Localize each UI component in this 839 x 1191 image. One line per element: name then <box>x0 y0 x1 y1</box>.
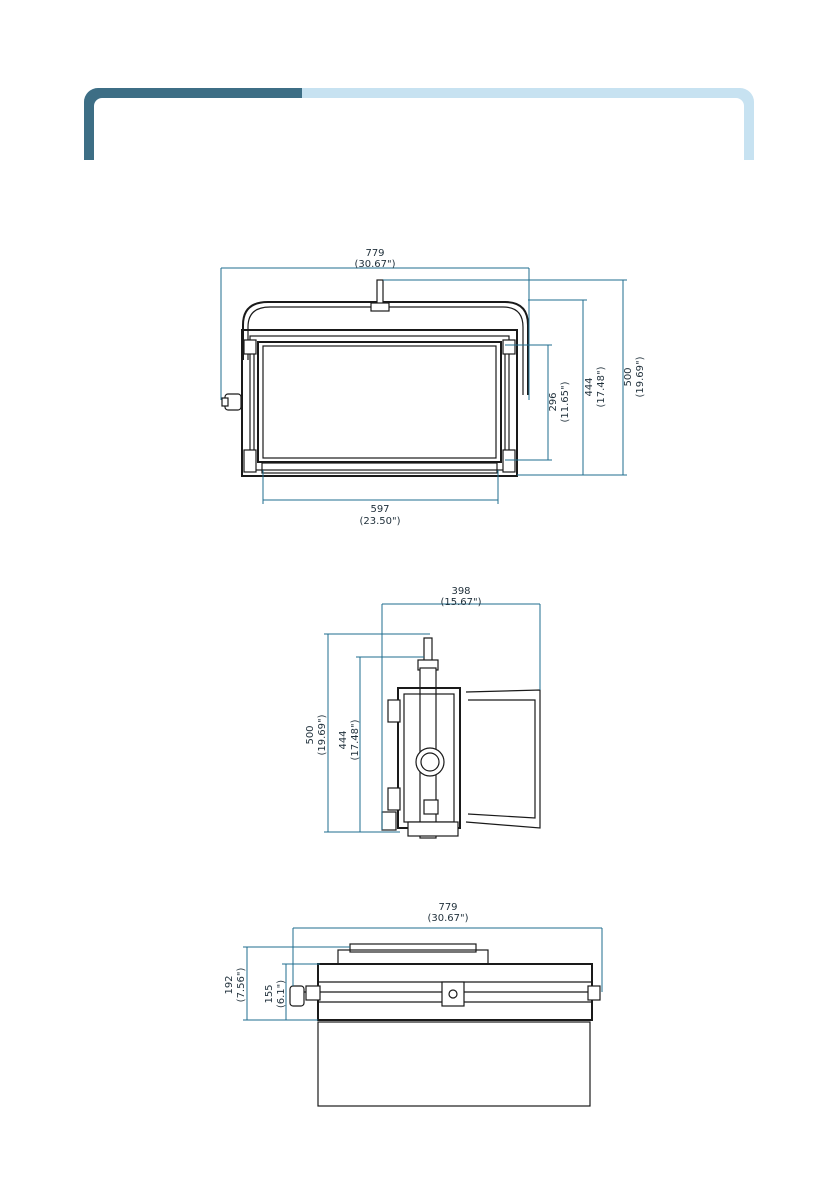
front-width-top-in: (30.67") <box>354 259 395 270</box>
front-height-inner-mm: 296 <box>548 392 559 411</box>
side-knob <box>416 748 444 776</box>
front-height-inner-in: (11.65") <box>560 381 571 422</box>
yoke <box>243 302 528 395</box>
top-barn-door <box>318 1022 590 1106</box>
side-height-mid-mm: 444 <box>338 730 349 749</box>
spigot <box>377 280 383 306</box>
top-width-mm: 779 <box>438 902 457 913</box>
frame-outer <box>242 330 517 476</box>
light-panel <box>258 342 501 462</box>
top-view <box>243 928 602 1106</box>
front-width-top-mm: 779 <box>365 248 384 259</box>
top-knob <box>290 986 304 1006</box>
front-width-bottom-mm: 597 <box>370 504 389 515</box>
top-depth-total-in: (7.56") <box>236 968 247 1003</box>
top-center-mount <box>442 982 464 1006</box>
top-depth-total-mm: 192 <box>224 975 235 994</box>
side-height-total-mm: 500 <box>305 725 316 744</box>
barn-door <box>466 690 540 828</box>
top-depth-body-in: (6.1") <box>276 980 287 1008</box>
front-width-bottom-in: (23.50") <box>359 516 400 527</box>
front-height-total-mm: 500 <box>623 367 634 386</box>
front-height-mid-mm: 444 <box>584 377 595 396</box>
front-height-total-in: (19.69") <box>635 356 646 397</box>
front-height-mid-in: (17.48") <box>596 366 607 407</box>
top-depth-body-mm: 155 <box>264 984 275 1003</box>
side-depth-in: (15.67") <box>440 597 481 608</box>
top-width-in: (30.67") <box>427 913 468 924</box>
side-height-mid-in: (17.48") <box>350 719 361 760</box>
side-height-total-in: (19.69") <box>317 714 328 755</box>
side-depth-mm: 398 <box>451 586 470 597</box>
